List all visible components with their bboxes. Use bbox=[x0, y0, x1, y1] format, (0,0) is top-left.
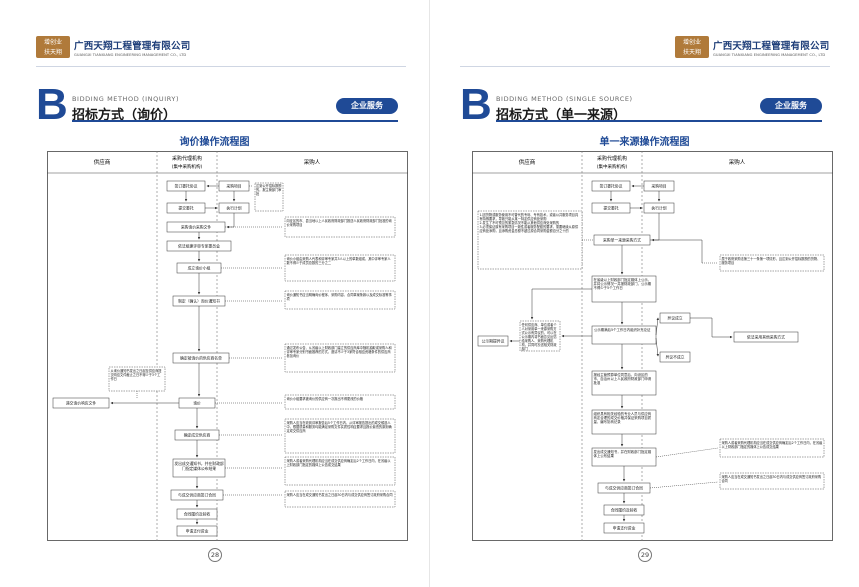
logo-mark-line1: 增创业 bbox=[43, 38, 62, 46]
header-rule bbox=[460, 66, 830, 67]
logo-mark-icon: 增创业 扶天翔 bbox=[36, 36, 70, 58]
section-title-cn: 招标方式（询价） bbox=[72, 108, 177, 123]
box-prepare-doc: 采购单一来源采购方式 bbox=[603, 238, 641, 243]
box-inquiry-group: 成立询价小组 bbox=[188, 266, 211, 271]
lane-agency: 采购代理机构 bbox=[172, 155, 202, 162]
flowchart-title: 单一来源操作流程图 bbox=[599, 137, 690, 148]
note-public-tender: 达到公开招标数额的，报主管部门审批 bbox=[256, 184, 282, 196]
box-submit-plan: 提交委托 bbox=[178, 206, 193, 211]
section-rule bbox=[72, 120, 398, 122]
box-sign-contract: 与成交供应商签订合同 bbox=[605, 486, 643, 491]
company-name-en: GUANGXI TIANXIANG ENGINEERING MANAGEMENT… bbox=[74, 52, 187, 57]
box-collect-opinion: 公示期满后5个工作日内组织补充论证 bbox=[594, 328, 651, 332]
box-archive: 申请支付资金 bbox=[186, 529, 209, 534]
box-performance: 合同履约及验收 bbox=[184, 512, 211, 517]
box-confirm-invite: 制定（确认）询价通知书 bbox=[178, 299, 220, 304]
company-logo: 增创业 扶天翔 广西天翔工程管理有限公司 GUANGXI TIANXIANG E… bbox=[675, 36, 829, 58]
box-switch-method: 依法采用其他采购方式 bbox=[747, 335, 785, 340]
section-title-en: BIDDING METHOD (SINGLE SOURCE) bbox=[496, 95, 633, 103]
lane-supplier: 供应商 bbox=[94, 158, 111, 166]
logo-mark-line2: 扶天翔 bbox=[43, 48, 62, 56]
lane-supplier: 供应商 bbox=[519, 158, 536, 166]
connectors bbox=[509, 184, 733, 522]
lane-purchaser: 采购人 bbox=[304, 158, 321, 166]
note-evaluate: 采购人应当在收到评审报告后5个工作日内，从评审报告提出的成交候选人中，根据质量和… bbox=[286, 420, 392, 433]
company-name-cn: 广西天翔工程管理有限公司 bbox=[74, 40, 191, 52]
box-supplier-objection: 公示期提异议 bbox=[482, 339, 505, 344]
inquiry-flowchart: 供应商 采购代理机构 (集中采购机构) 采购人 签订委托协议 采购项目 提交委托… bbox=[47, 151, 408, 541]
box-execute-plan: 执行计划 bbox=[226, 206, 241, 211]
note-prepare: 向征区的市、县当地以上人民政府财政部门报送人民政府财政部门批准的询价采购项目 bbox=[286, 218, 392, 227]
note-contract: 采购人应当在成交通知书发出之日起30日内与成交供应商签订政府采购合同 bbox=[286, 492, 393, 497]
section-title-cn: 招标方式（单一来源） bbox=[496, 108, 627, 123]
lane-agency: 采购代理机构 bbox=[597, 155, 627, 162]
box-submit-plan: 提交委托 bbox=[603, 206, 618, 211]
connectors bbox=[110, 184, 283, 525]
right-page: 增创业 扶天翔 广西天翔工程管理有限公司 GUANGXI TIANXIANG E… bbox=[430, 0, 859, 587]
company-name-cn: 广西天翔工程管理有限公司 bbox=[713, 40, 830, 52]
box-evaluate: 确定成交供应商 bbox=[184, 433, 211, 438]
box-purchase-project: 采购项目 bbox=[651, 184, 666, 189]
section-rule bbox=[496, 120, 822, 122]
logo-mark-icon: 增创业 扶天翔 bbox=[675, 36, 709, 58]
section-title-en: BIDDING METHOD (INQUIRY) bbox=[72, 95, 180, 103]
note-budget: 属于政府采购法第三十一条第一项情形，且达到公开招标数额的货物、服务项目 bbox=[721, 256, 821, 265]
single-source-flowchart: 供应商 采购代理机构 (集中采购机构) 采购人 签订委托协议 采购项目 提交委托… bbox=[472, 151, 833, 541]
box-public-notice: 在省级以上财政部门指定媒体上公示，并将公示情况一并报财政部门，公示期不得少于5个… bbox=[593, 277, 652, 291]
logo-mark-line1: 增创业 bbox=[682, 38, 701, 46]
box-performance: 合同履约及验收 bbox=[611, 508, 638, 513]
header-rule bbox=[36, 66, 406, 67]
box-prepare-doc: 采购询价采购文件 bbox=[181, 225, 212, 230]
box-objection-no: 异议不成立 bbox=[666, 355, 685, 360]
box-notify-result: 发出成交通知书，并在财政部门指定媒体公布结果 bbox=[174, 461, 224, 471]
page-number: 29 bbox=[638, 548, 652, 562]
enterprise-service-badge: 企业服务 bbox=[760, 98, 822, 114]
box-select-suppliers: 确定被询价的供应商名单 bbox=[180, 356, 222, 361]
box-objection-ok: 异议成立 bbox=[667, 316, 682, 321]
box-archive: 申请支付资金 bbox=[613, 526, 636, 531]
note-supplier-deadline: 从询价通知书发出之日起至供应商提交响应文件截止之日不得少于3个工作日 bbox=[110, 368, 162, 381]
company-name-en: GUANGXI TIANXIANG ENGINEERING MANAGEMENT… bbox=[713, 52, 826, 57]
note-objection: 任何供应商、单位或者个人对采用单一来源采购方式公示有异议的，可以在公示期内将书面… bbox=[521, 322, 557, 352]
lane-agency-sub: (集中采购机构) bbox=[172, 163, 203, 170]
box-sign-agreement: 签订委托协议 bbox=[600, 184, 623, 189]
note-notify: 采购人或者采购代理机构应当在成交供应商确定后2个工作日内，在省级以上财政部门指定… bbox=[721, 440, 823, 449]
lane-agency-sub: (集中采购机构) bbox=[597, 163, 628, 170]
box-form-panel: 依法组建评审专家委员会 bbox=[178, 244, 220, 249]
lane-purchaser: 采购人 bbox=[729, 158, 746, 166]
box-sign-agreement: 签订委托协议 bbox=[175, 184, 198, 189]
note-suppliers: 通过发布公告、从省级以上财政部门建立的供应商库中随机抽取或采购人和评审专家分别书… bbox=[286, 345, 392, 358]
note-reasons: 1.因货物或服务使用不可替代的专利、专有技术，或者公共服务项目具有特殊要求，导致… bbox=[479, 212, 579, 233]
box-report-approval: 报经主管预算单位同意后，向设区的市、自治州以上人民政府财政部门申请批准 bbox=[593, 372, 652, 386]
box-purchase-project: 采购项目 bbox=[226, 184, 241, 189]
swimlane-frame bbox=[472, 151, 833, 541]
page-spine bbox=[429, 0, 430, 587]
note-contract: 采购人应当在成交通知书发出之日起30日内与成交供应商签订政府采购合同 bbox=[721, 474, 822, 483]
company-logo: 增创业 扶天翔 广西天翔工程管理有限公司 GUANGXI TIANXIANG E… bbox=[36, 36, 190, 58]
page-number: 28 bbox=[208, 548, 222, 562]
note-invite: 询价通知书应当明确询价程序、采购内容、合同草案条款以及成交标准等事项 bbox=[286, 292, 392, 301]
note-offer: 询价小组要求被询价的供应商一次报出不得更改的价格 bbox=[286, 396, 364, 401]
box-negotiate: 组织具有相关经验的专业人员与供应商商定合理的成交价格并保证采购项目质量，编写协商… bbox=[593, 411, 652, 425]
left-page: 增创业 扶天翔 广西天翔工程管理有限公司 GUANGXI TIANXIANG E… bbox=[0, 0, 429, 587]
box-notify-result: 发出成交通知书，并在财政部门指定媒体上公布结果 bbox=[593, 449, 652, 458]
section-letter: B bbox=[36, 80, 68, 129]
note-panel: 询价小组由采购人代表和评审专家共3人以上的单数组成，其中评审专家人数不得少于成员… bbox=[286, 256, 391, 265]
enterprise-service-badge: 企业服务 bbox=[336, 98, 398, 114]
box-supplier-reply: 递交询价响应文件 bbox=[66, 401, 97, 406]
note-notify: 采购人或者采购代理机构应当在成交供应商确定后2个工作日内，在省级以上财政部门指定… bbox=[286, 458, 391, 467]
box-sign-contract: 与成交供应商签订合同 bbox=[178, 493, 216, 498]
logo-mark-line2: 扶天翔 bbox=[682, 48, 701, 56]
box-execute-plan: 执行计划 bbox=[651, 206, 666, 211]
section-letter: B bbox=[460, 80, 492, 129]
flowchart-title: 询价操作流程图 bbox=[179, 137, 250, 148]
box-send-invite: 询价 bbox=[193, 401, 201, 406]
swimlane-frame bbox=[47, 151, 408, 541]
